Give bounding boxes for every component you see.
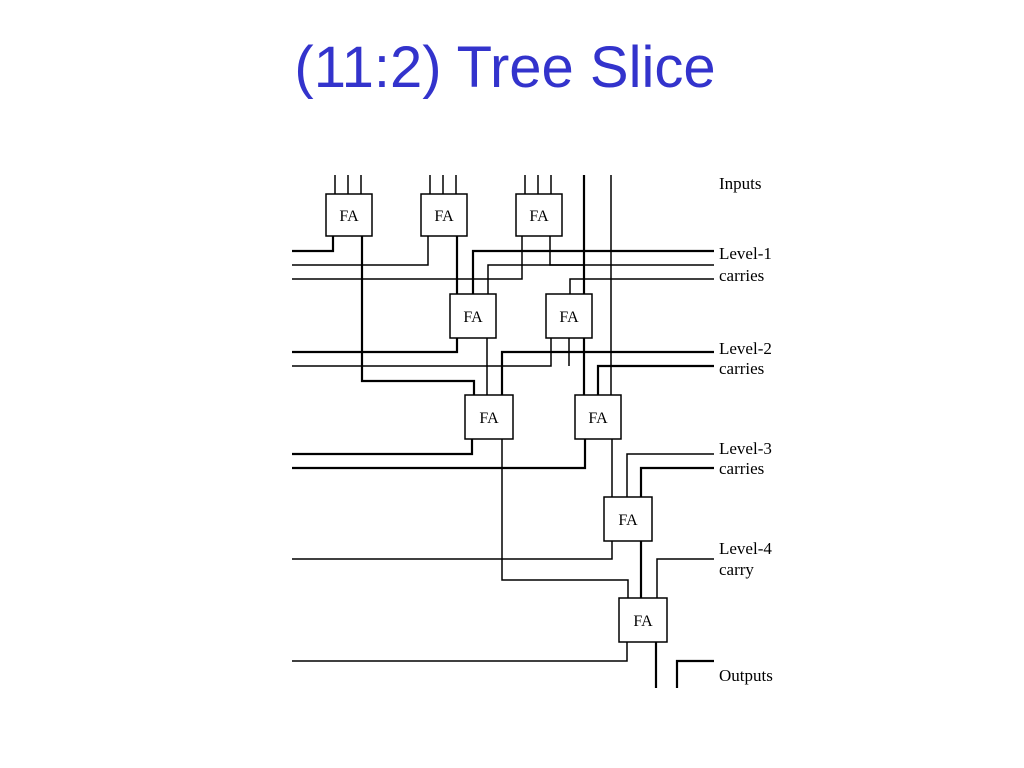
full-adder-block: FA xyxy=(449,293,497,339)
full-adder-label: FA xyxy=(463,309,483,326)
side-labels: Inputs Level-1 carries Level-2 carries L… xyxy=(719,174,773,685)
level1-sublabel: carries xyxy=(719,266,764,285)
full-adder-label: FA xyxy=(529,208,549,225)
level4-sublabel: carry xyxy=(719,560,754,579)
full-adder-block: FA xyxy=(464,394,514,440)
full-adders: FA FA FA FA FA FA xyxy=(325,193,668,643)
level4-wires xyxy=(292,541,714,598)
level2-label: Level-2 xyxy=(719,339,772,358)
full-adder-label: FA xyxy=(479,410,499,427)
full-adder-block: FA xyxy=(420,193,468,237)
full-adder-block: FA xyxy=(515,193,563,237)
level3-label: Level-3 xyxy=(719,439,772,458)
slide-title: (11:2) Tree Slice xyxy=(294,35,716,100)
level1-label: Level-1 xyxy=(719,244,772,263)
level3-sublabel: carries xyxy=(719,459,764,478)
wires xyxy=(292,175,714,688)
full-adder-label: FA xyxy=(339,208,359,225)
full-adder-block: FA xyxy=(325,193,373,237)
full-adder-block: FA xyxy=(603,496,653,542)
input-wires xyxy=(334,175,612,395)
full-adder-block: FA xyxy=(545,293,593,339)
full-adder-label: FA xyxy=(434,208,454,225)
full-adder-label: FA xyxy=(618,512,638,529)
inputs-label: Inputs xyxy=(719,174,762,193)
level4-label: Level-4 xyxy=(719,539,772,558)
output-wires xyxy=(292,642,714,688)
level2-sublabel: carries xyxy=(719,359,764,378)
full-adder-label: FA xyxy=(588,410,608,427)
full-adder-label: FA xyxy=(559,309,579,326)
full-adder-block: FA xyxy=(574,394,622,440)
full-adder-block: FA xyxy=(618,597,668,643)
level2-wires xyxy=(292,338,714,395)
full-adder-label: FA xyxy=(633,613,653,630)
level3-wires xyxy=(292,439,714,598)
outputs-label: Outputs xyxy=(719,666,773,685)
level1-wires xyxy=(292,236,714,395)
